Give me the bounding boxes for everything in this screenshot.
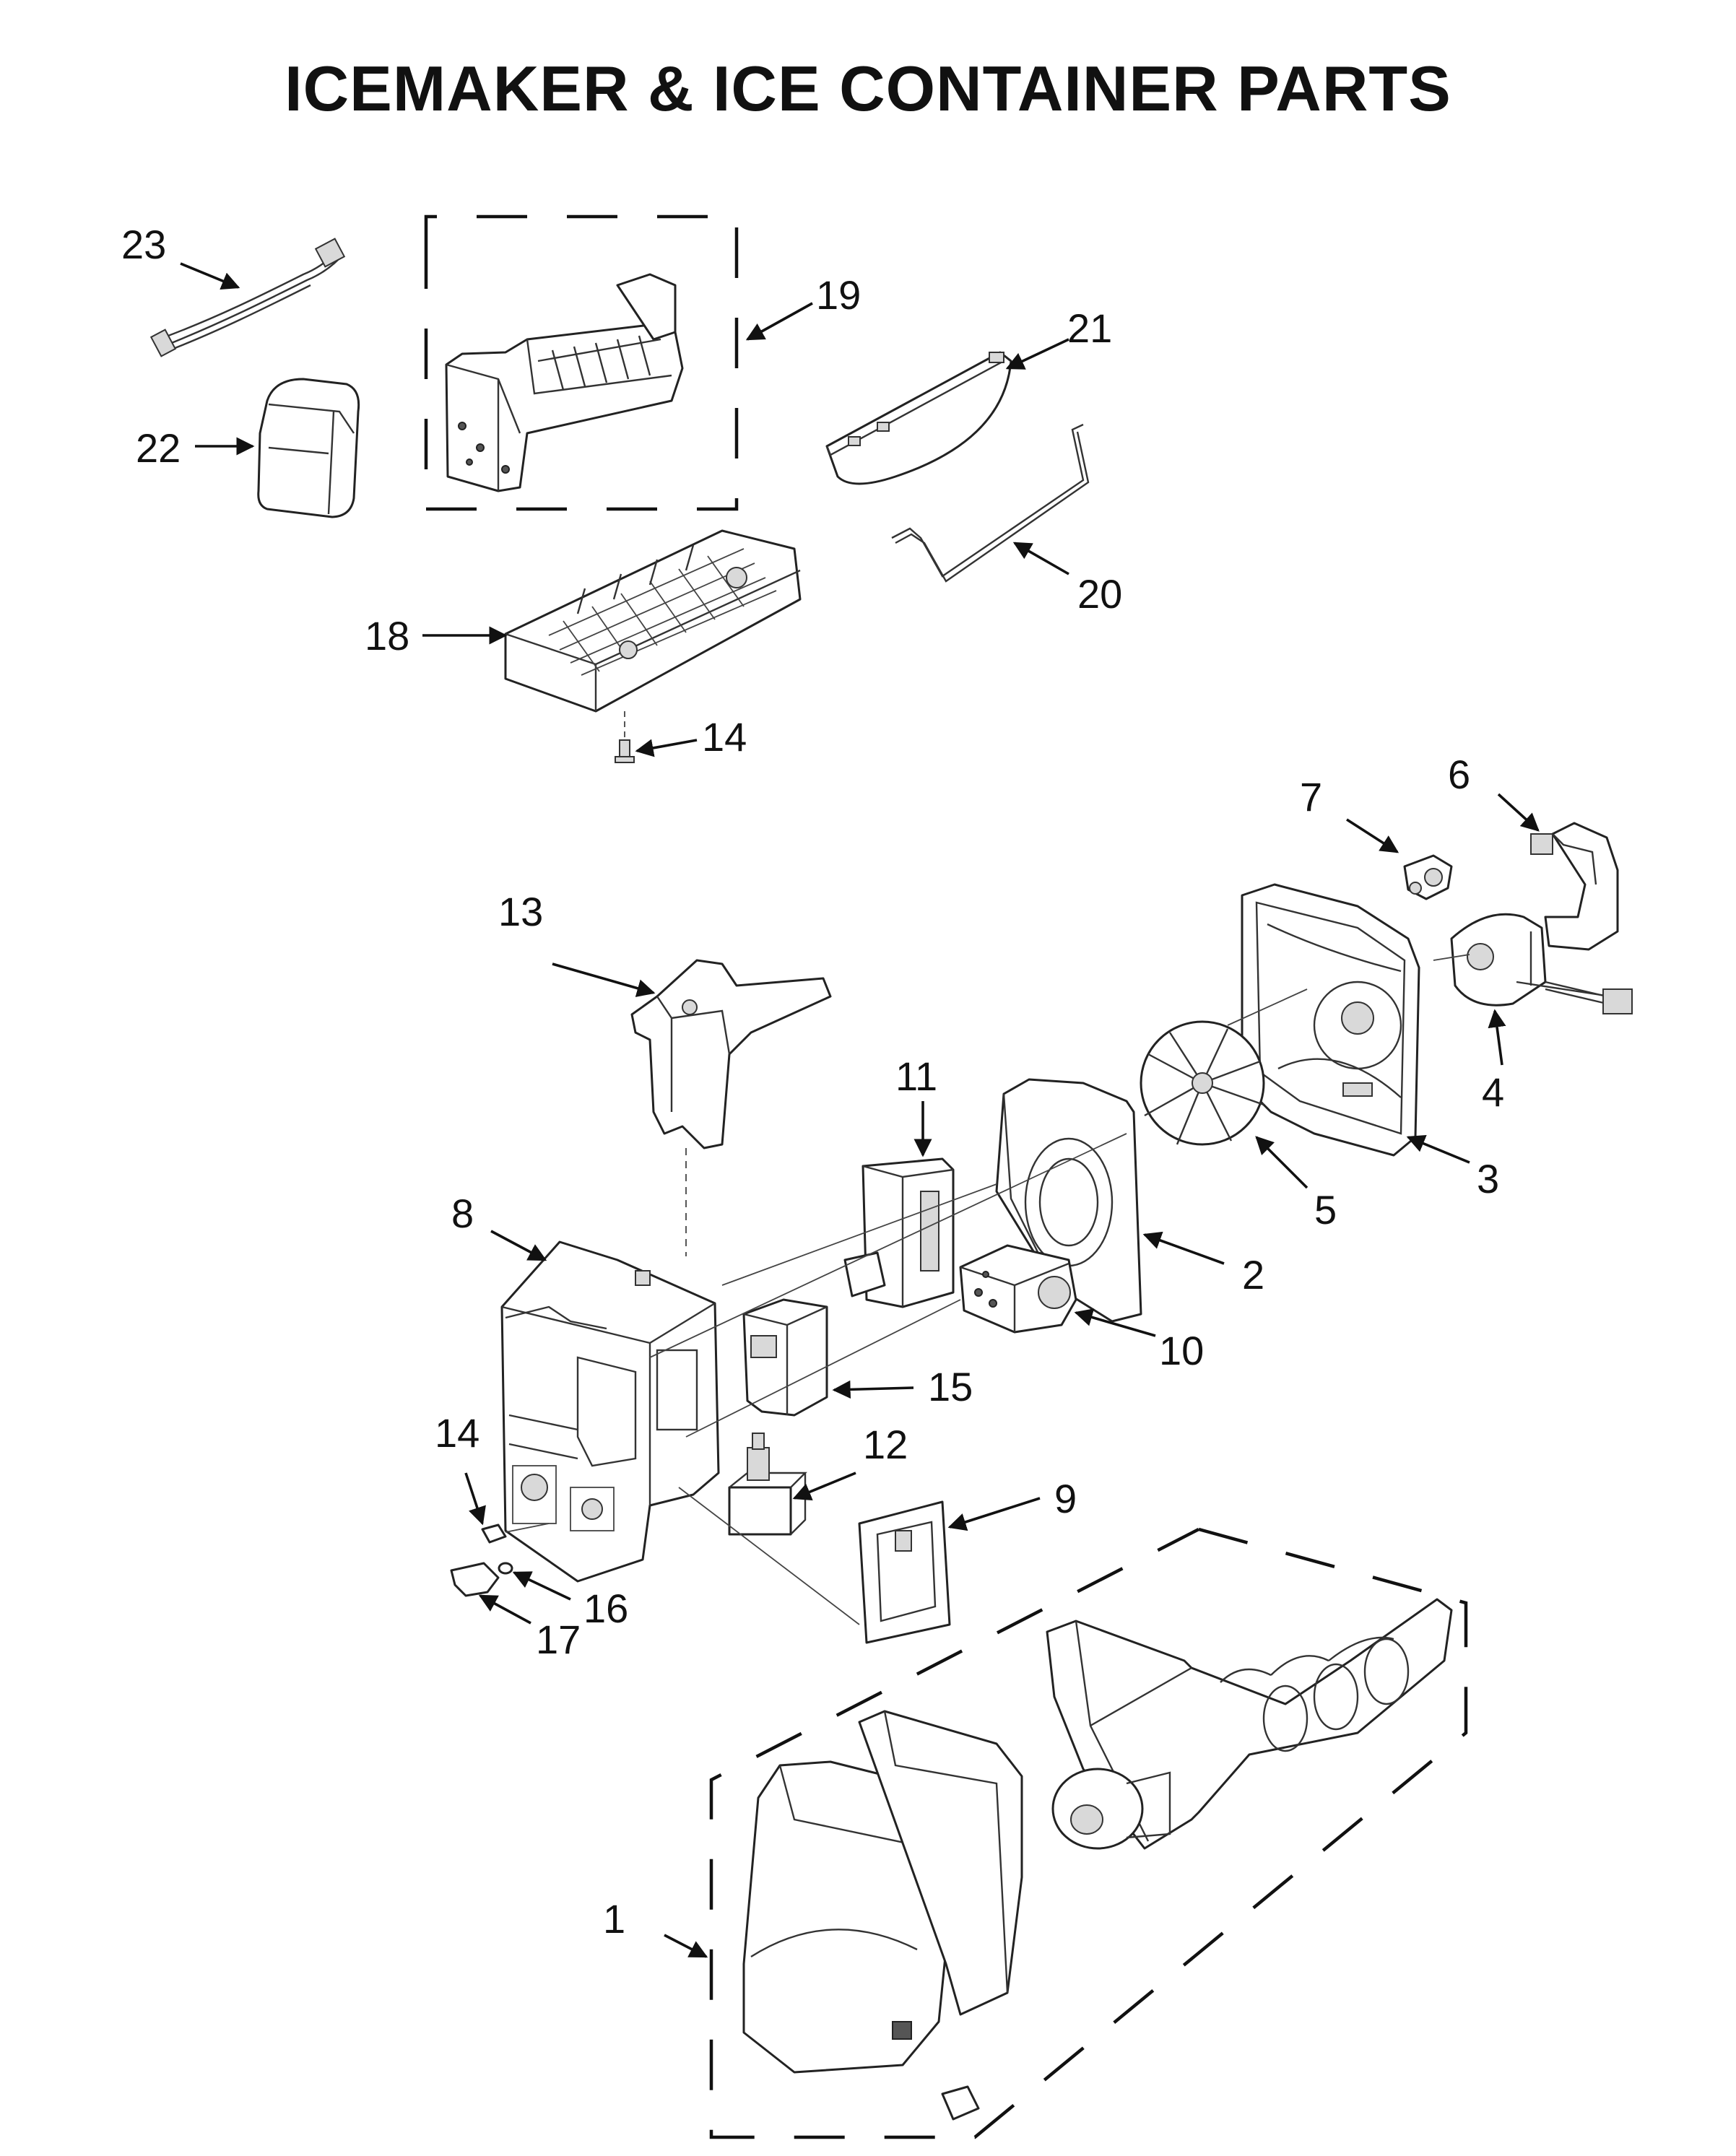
leader-3 <box>1406 1134 1470 1164</box>
leader-16 <box>512 1571 571 1601</box>
callout-23: 23 <box>121 222 166 267</box>
callout-15: 15 <box>928 1364 973 1409</box>
leader-12 <box>792 1472 856 1501</box>
part-6-bracket <box>1530 822 1619 951</box>
leader-7 <box>1346 818 1399 853</box>
part-21-plate <box>825 351 1012 485</box>
callout-2: 2 <box>1242 1252 1264 1297</box>
part-7-clip <box>1403 854 1453 900</box>
callout-21: 21 <box>1067 305 1112 351</box>
part-8-dispenser-housing <box>500 1240 720 1583</box>
leader-6 <box>1497 793 1540 832</box>
part-12-solenoid <box>728 1433 807 1536</box>
callout-14-lower: 14 <box>435 1410 479 1456</box>
part-19-icemaker-group <box>424 214 739 511</box>
leader-21 <box>1005 338 1069 370</box>
leader-20 <box>1012 542 1069 575</box>
leader-5 <box>1255 1136 1308 1189</box>
part-13-chute <box>630 959 832 1256</box>
callout-5: 5 <box>1314 1187 1337 1233</box>
part-17-clip <box>450 1562 500 1597</box>
part-4-fan-motor <box>1433 913 1633 1014</box>
leader-arrows <box>180 262 1540 1958</box>
part-9-trim-frame <box>858 1500 951 1644</box>
part-22-cover <box>257 378 360 518</box>
callout-20: 20 <box>1077 571 1122 617</box>
part-1-ice-container-group <box>709 1527 1468 2139</box>
part-20-wire-arm <box>891 423 1090 583</box>
part-16-washer <box>498 1562 513 1575</box>
callout-1: 1 <box>603 1896 625 1942</box>
part-15-bracket <box>742 1298 828 1417</box>
callout-19: 19 <box>816 272 861 318</box>
callout-8: 8 <box>451 1191 474 1236</box>
leader-9 <box>947 1497 1041 1531</box>
callout-4: 4 <box>1482 1069 1504 1115</box>
callout-16: 16 <box>583 1586 628 1631</box>
part-23-wire-harness <box>149 238 346 357</box>
leader-10 <box>1074 1308 1156 1337</box>
callout-18: 18 <box>365 613 409 658</box>
callout-3: 3 <box>1477 1156 1499 1201</box>
callout-6: 6 <box>1448 752 1470 797</box>
part-18-mold-tray <box>504 529 802 713</box>
leader-14-upper <box>635 739 698 757</box>
callout-12: 12 <box>863 1422 908 1467</box>
callout-10: 10 <box>1159 1328 1204 1373</box>
callout-13: 13 <box>498 889 543 934</box>
leader-8 <box>490 1230 547 1261</box>
callout-17: 17 <box>536 1617 581 1662</box>
part-10-relay <box>959 1244 1077 1334</box>
leader-19 <box>745 302 813 341</box>
part-14-screw-lower <box>481 1523 550 1544</box>
leader-17 <box>478 1594 531 1625</box>
leader-1 <box>664 1934 708 1958</box>
leader-4 <box>1488 1009 1506 1066</box>
callout-9: 9 <box>1054 1476 1077 1521</box>
diagram-title: ICEMAKER & ICE CONTAINER PARTS <box>285 53 1451 124</box>
leader-13 <box>552 962 656 997</box>
callout-labels: 23 22 19 21 20 18 14 6 7 4 3 5 2 10 13 1… <box>121 222 1504 1942</box>
callout-7: 7 <box>1300 774 1322 820</box>
leader-23 <box>180 262 240 290</box>
leader-2 <box>1142 1231 1225 1265</box>
leader-15 <box>832 1380 914 1399</box>
leader-14-lower <box>464 1472 486 1526</box>
part-14-screw-upper <box>615 711 635 763</box>
callout-11: 11 <box>895 1053 937 1099</box>
part-3-fan-housing <box>1241 883 1420 1157</box>
part-5-fan-blade <box>1140 1020 1265 1146</box>
callout-14-upper: 14 <box>702 714 747 760</box>
part-11-switch-housing <box>843 1157 955 1308</box>
callout-22: 22 <box>136 425 181 471</box>
